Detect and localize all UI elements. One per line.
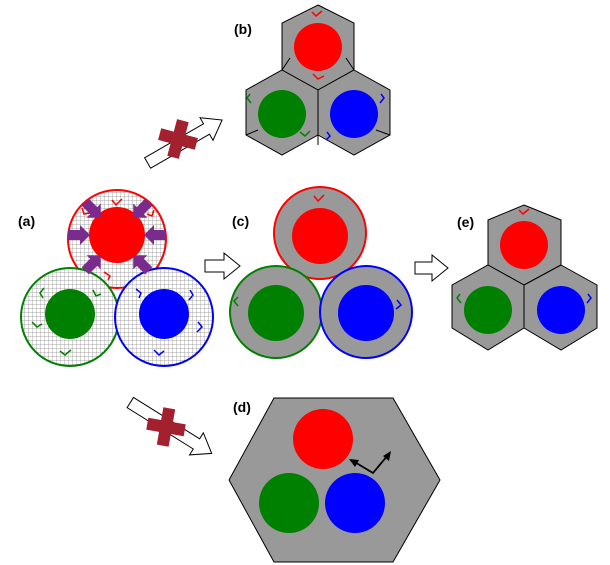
core-green bbox=[258, 90, 306, 138]
arrow-c-to-e-icon bbox=[414, 253, 449, 283]
core-blue bbox=[537, 286, 585, 334]
panel-e: (e) bbox=[451, 204, 598, 351]
panel-d-label: (d) bbox=[233, 399, 251, 415]
arrow-a-to-c-icon bbox=[204, 251, 241, 281]
core-blue bbox=[330, 90, 378, 138]
inward-arrow-icon bbox=[133, 255, 153, 275]
core-blue bbox=[325, 473, 385, 533]
panel-d: (d) bbox=[228, 397, 441, 563]
inward-arrow-icon bbox=[81, 198, 101, 218]
distance-arrow-icon bbox=[349, 451, 391, 475]
blocked-arrow-a-to-b bbox=[143, 117, 223, 169]
panel-c-label: (c) bbox=[232, 213, 249, 229]
core-red bbox=[89, 207, 145, 263]
panel-e-label: (e) bbox=[457, 214, 474, 230]
core-blue bbox=[139, 289, 189, 339]
inward-arrows bbox=[68, 198, 166, 275]
blocked-arrow-a-to-d bbox=[126, 396, 213, 456]
cross-icon bbox=[158, 119, 198, 159]
core-red bbox=[294, 23, 342, 71]
ligand-marks-c bbox=[232, 194, 403, 310]
core-red bbox=[293, 409, 353, 469]
inward-arrow-icon bbox=[68, 225, 90, 245]
core-green bbox=[259, 473, 319, 533]
ligand-marks-a bbox=[31, 198, 204, 357]
cell-boundaries-b bbox=[245, 57, 391, 145]
panel-b: (b) bbox=[234, 4, 391, 156]
inward-arrow-icon bbox=[81, 255, 101, 275]
inward-arrow-icon bbox=[133, 198, 153, 218]
panel-a: (a) bbox=[18, 189, 214, 367]
core-green bbox=[45, 289, 95, 339]
ligand-marks-b bbox=[246, 10, 385, 141]
panel-b-label: (b) bbox=[234, 21, 252, 37]
core-blue bbox=[338, 285, 394, 341]
panel-a-label: (a) bbox=[18, 213, 35, 229]
panel-c: (c) bbox=[229, 186, 413, 359]
core-green bbox=[248, 285, 304, 341]
core-red bbox=[292, 208, 348, 264]
core-green bbox=[464, 286, 512, 334]
inward-arrow-icon bbox=[144, 225, 166, 245]
ligand-marks-e bbox=[456, 208, 592, 304]
cross-icon bbox=[146, 407, 186, 447]
core-red bbox=[500, 221, 548, 269]
